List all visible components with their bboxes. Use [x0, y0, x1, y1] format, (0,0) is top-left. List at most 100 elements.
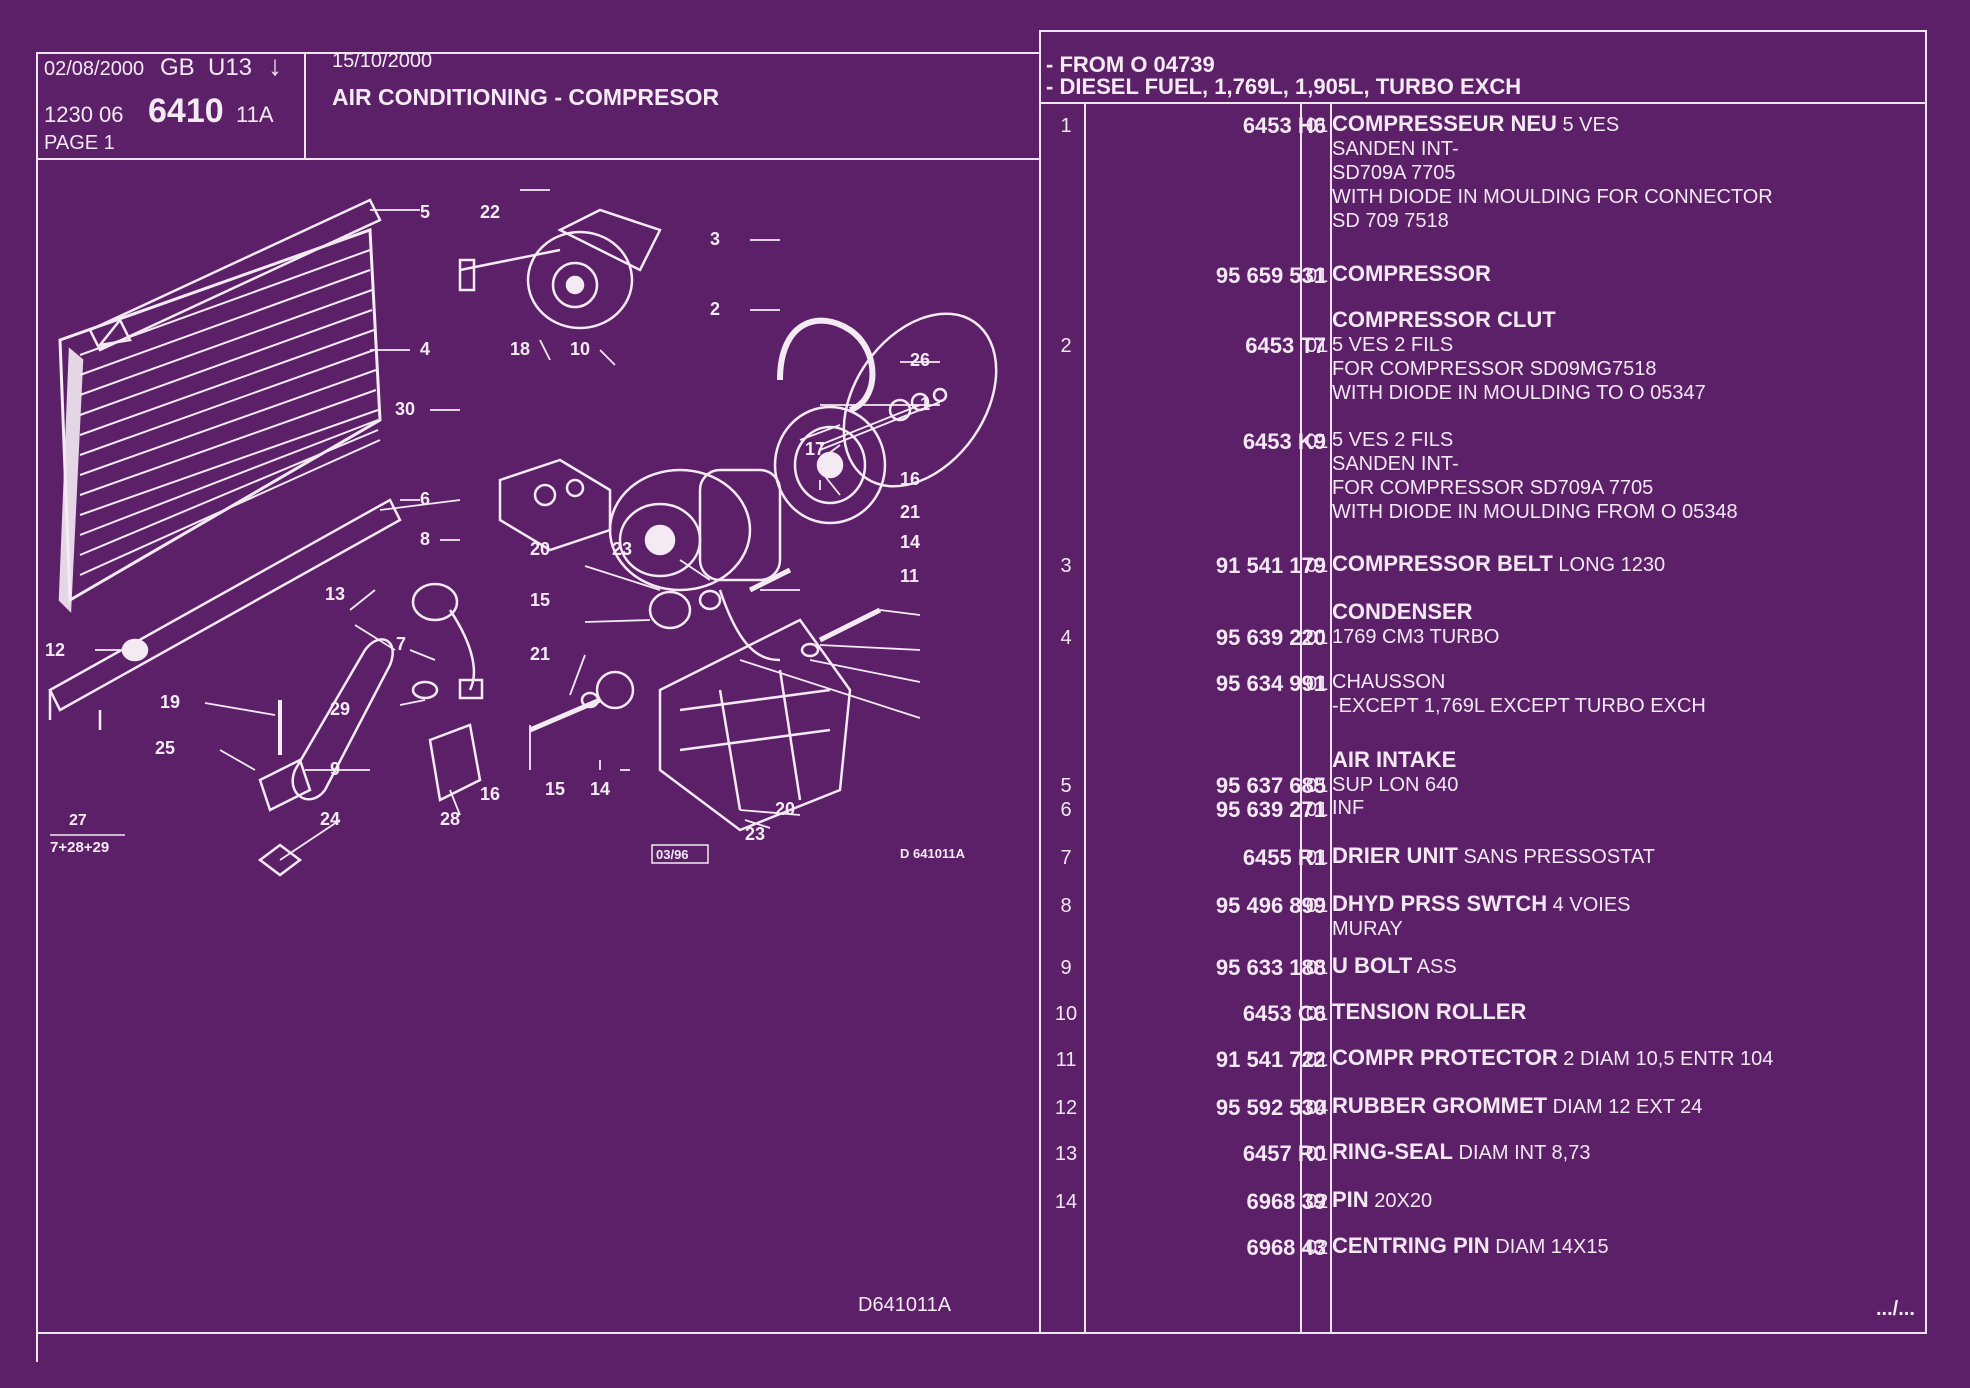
drier-unit-drawing	[291, 582, 484, 801]
part-reference: 6455 R1	[1242, 845, 1326, 870]
description-line: COMPR PROTECTOR 2 DIAM 10,5 ENTR 104	[1332, 1046, 1773, 1071]
callout-29: 29	[330, 699, 350, 719]
formula-top: 27	[69, 812, 87, 829]
item-number: 8	[1060, 895, 1072, 917]
callout-14: 14	[900, 532, 920, 552]
part-description: COMPRESSOR	[1332, 262, 1491, 287]
callout-16: 16	[900, 469, 920, 489]
part-reference: 91 541 722	[1215, 1047, 1326, 1072]
part-reference: 6968 39	[1246, 1189, 1326, 1214]
exploded-diagram: 5 22 18 10 3 2 26 1 4 30 17 16 21 14 11 …	[45, 189, 998, 877]
part-reference: 6453 K9	[1242, 429, 1326, 454]
switch-drawing	[428, 723, 482, 802]
header-divider-left	[36, 158, 1039, 160]
main-vertical	[1039, 30, 1041, 1334]
description-detail: -EXCEPT 1,769L EXCEPT TURBO EXCH	[1332, 695, 1706, 717]
part-reference: 95 637 685	[1215, 773, 1326, 798]
frame-left	[36, 52, 38, 1362]
callout-26: 26	[910, 350, 930, 370]
description-detail: DIAM 14X15	[1489, 1236, 1609, 1258]
description-line: RING-SEAL DIAM INT 8,73	[1332, 1140, 1590, 1165]
callout-2: 2	[710, 299, 720, 319]
header-ref-a: 1230 06	[44, 102, 124, 127]
description-title: TENSION ROLLER	[1332, 999, 1527, 1024]
callout-15: 15	[530, 590, 550, 610]
callout-7: 7	[396, 634, 406, 654]
air-intake-lower	[48, 498, 402, 712]
callout-15b: 15	[545, 779, 565, 799]
col-ref	[1300, 102, 1302, 1334]
callout-20: 20	[530, 539, 550, 559]
description-line: FOR COMPRESSOR SD709A 7705	[1332, 476, 1738, 500]
part-reference: 6453 H6	[1242, 113, 1326, 138]
description-detail: SANDEN INT-	[1332, 453, 1459, 475]
description-detail: 5 VES 2 FILS	[1332, 429, 1454, 451]
clutch-drawing	[773, 405, 887, 525]
quantity: 02	[1306, 1237, 1329, 1259]
part-reference: 6453 T7	[1245, 333, 1326, 358]
air-intake-upper	[88, 198, 382, 352]
description-line: MURAY	[1332, 917, 1631, 941]
callout-14b: 14	[590, 779, 610, 799]
frame-right	[1925, 30, 1927, 1332]
quantity: 01	[1306, 957, 1329, 979]
part-reference: 6968 43	[1246, 1235, 1326, 1260]
formula-bottom: 7+28+29	[50, 839, 109, 856]
quantity: 02	[1306, 1191, 1329, 1213]
description-detail: SANS PRESSOSTAT	[1457, 846, 1655, 868]
header-lang: GB	[160, 54, 195, 81]
part-reference: 95 639 220	[1215, 625, 1326, 650]
quantity: 01	[1306, 775, 1329, 797]
part-reference: 95 639 271	[1215, 797, 1326, 822]
description-detail: MURAY	[1332, 918, 1403, 940]
callout-1: 1	[920, 394, 930, 414]
description-detail: 5 VES	[1556, 114, 1620, 136]
description-title: PIN	[1332, 1187, 1369, 1212]
header-ref-b: 11A	[236, 102, 274, 127]
header-engine: - DIESEL FUEL, 1,769L, 1,905L, TURBO EXC…	[1046, 74, 1522, 99]
description-detail: LONG 1230	[1552, 554, 1666, 576]
callout-25: 25	[155, 738, 175, 758]
description-line: U BOLT ASS	[1332, 954, 1457, 979]
parts-sheet: 02/08/2000 GB U13 ↓ 1230 06 6410 11A PAG…	[36, 30, 1930, 1362]
description-line: 1769 CM3 TURBO	[1332, 625, 1499, 649]
part-description: PIN 20X20	[1332, 1188, 1432, 1213]
diagram-date-box: 03/96	[656, 847, 689, 862]
item-number: 2	[1060, 335, 1072, 357]
description-title: U BOLT	[1332, 953, 1413, 978]
quantity: 01	[1306, 335, 1329, 357]
callout-16b: 16	[480, 784, 500, 804]
belt-drawing	[777, 317, 876, 413]
footer-diagram-code: D641011A	[858, 1294, 952, 1316]
header-code: U13	[208, 54, 253, 81]
header-divider-right	[1039, 102, 1927, 104]
description-line: SUP LON 640	[1332, 773, 1458, 797]
description-title: RUBBER GROMMET	[1332, 1093, 1548, 1118]
quantity: 01	[1306, 1049, 1329, 1071]
arrow-down-icon: ↓	[268, 50, 282, 81]
description-detail: 1769 CM3 TURBO	[1332, 626, 1500, 648]
header-section: 6410	[148, 92, 224, 130]
description-line: PIN 20X20	[1332, 1188, 1432, 1213]
description-detail: FOR COMPRESSOR SD09MG7518	[1332, 358, 1657, 380]
frame-top-left	[36, 52, 1039, 54]
condenser-drawing	[58, 227, 382, 613]
description-detail: SD 709 7518	[1332, 210, 1449, 232]
description-detail: FOR COMPRESSOR SD709A 7705	[1332, 477, 1654, 499]
description-title: RING-SEAL	[1332, 1139, 1453, 1164]
callout-5: 5	[420, 202, 430, 222]
part-description: RING-SEAL DIAM INT 8,73	[1332, 1140, 1590, 1165]
callout-12: 12	[45, 640, 65, 660]
description-detail: SUP LON 640	[1332, 774, 1459, 796]
callout-8: 8	[420, 529, 430, 549]
quantity: 01	[1306, 895, 1329, 917]
item-number: 13	[1054, 1143, 1078, 1165]
quantity: 01	[1306, 1003, 1329, 1025]
description-line: SD 709 7518	[1332, 209, 1773, 233]
bracket-drawing	[498, 458, 612, 552]
description-line: CONDENSER	[1332, 600, 1499, 625]
quantity: 01	[1306, 799, 1329, 821]
description-line: COMPRESSOR CLUT	[1332, 308, 1706, 333]
